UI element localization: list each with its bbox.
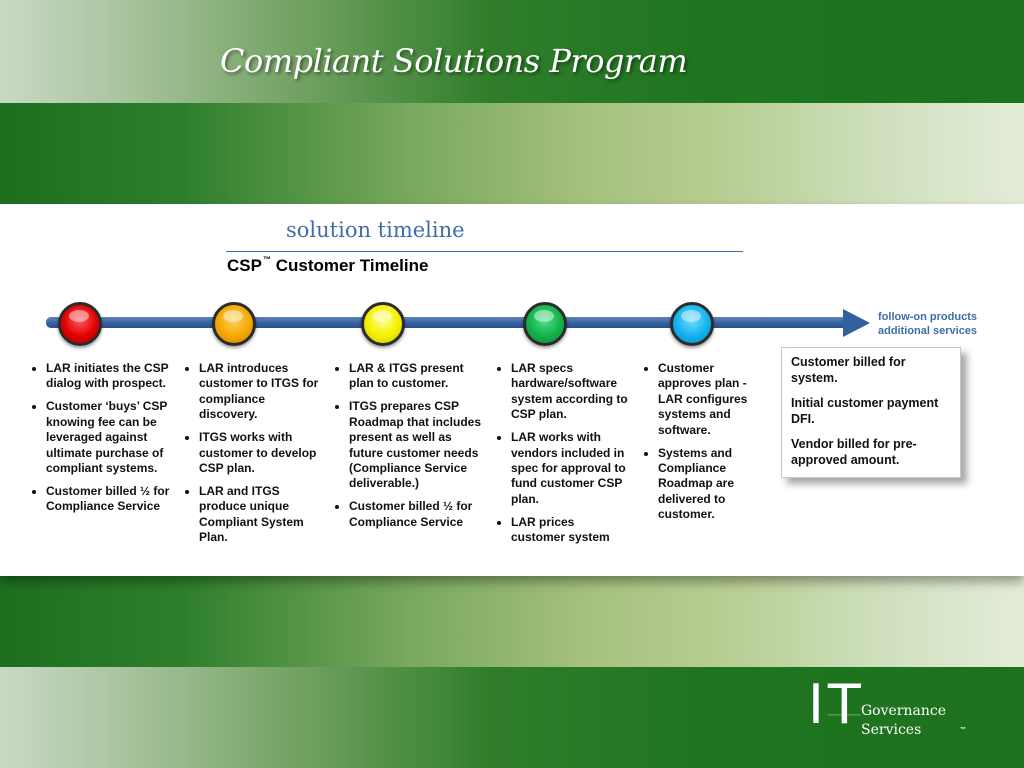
list-item: Customer approves plan - LAR configures …	[658, 361, 762, 438]
list-item: ITGS works with customer to develop CSP …	[199, 430, 319, 476]
timeline-heading: CSP™ Customer Timeline	[227, 255, 428, 276]
list-item: Customer billed ½ for Compliance Service	[46, 484, 172, 515]
logo-mark: IT	[808, 673, 865, 736]
list-item: Customer billed ½ for Compliance Service	[349, 499, 485, 530]
list-item: LAR initiates the CSP dialog with prospe…	[46, 361, 172, 392]
stage-1-column: LAR initiates the CSP dialog with prospe…	[32, 361, 172, 522]
stage-4-marker-icon	[523, 302, 567, 346]
list-item: LAR works with vendors included in spec …	[511, 430, 631, 507]
list-item: LAR introduces customer to ITGS for comp…	[199, 361, 319, 423]
stage-2-column: LAR introduces customer to ITGS for comp…	[185, 361, 319, 553]
stage-3-column: LAR & ITGS present plan to customer. ITG…	[335, 361, 485, 538]
followon-services: additional services	[878, 325, 978, 337]
billing-summary-box: Customer billed for system. Initial cust…	[781, 347, 961, 478]
decorative-band-upper	[0, 103, 1024, 204]
stage-3-marker-icon	[361, 302, 405, 346]
it-governance-logo: IT IT Governance Services ™	[808, 675, 978, 753]
section-subtitle: solution timeline	[286, 218, 465, 242]
stage-1-marker-icon	[58, 302, 102, 346]
logo-mark-reflection: IT	[808, 697, 865, 720]
timeline-heading-csp: CSP	[227, 256, 262, 275]
footer-band	[0, 667, 1024, 768]
billing-line: Initial customer payment DFI.	[791, 395, 939, 427]
timeline-line	[46, 317, 850, 328]
subtitle-divider	[226, 251, 743, 252]
followon-label: follow-on products additional services	[878, 310, 977, 338]
list-item: LAR and ITGS produce unique Compliant Sy…	[199, 484, 319, 546]
header-band	[0, 0, 1024, 103]
stage-5-column: Customer approves plan - LAR configures …	[644, 361, 762, 530]
list-item: LAR & ITGS present plan to customer.	[349, 361, 485, 392]
list-item: LAR specs hardware/software system accor…	[511, 361, 631, 423]
logo-text-services: Services	[861, 722, 922, 738]
list-item: Systems and Compliance Roadmap are deliv…	[658, 446, 762, 523]
logo-trademark: ™	[960, 727, 966, 733]
list-item: LAR prices customer system	[511, 515, 631, 546]
page-title: Compliant Solutions Program	[220, 42, 688, 80]
list-item: Customer ‘buys’ CSP knowing fee can be l…	[46, 399, 172, 476]
stage-4-column: LAR specs hardware/software system accor…	[497, 361, 631, 553]
timeline-arrow-icon	[843, 309, 870, 337]
billing-line: Customer billed for system.	[791, 355, 906, 386]
stage-2-marker-icon	[212, 302, 256, 346]
timeline-heading-rest: Customer Timeline	[275, 256, 429, 275]
stage-5-marker-icon	[670, 302, 714, 346]
decorative-band-lower	[0, 576, 1024, 667]
billing-line: Vendor billed for pre-approved amount.	[791, 436, 917, 468]
followon-products: follow-on products	[878, 311, 977, 323]
trademark-mark: ™	[262, 255, 271, 264]
list-item: ITGS prepares CSP Roadmap that includes …	[349, 399, 485, 491]
logo-text-governance: Governance	[861, 703, 947, 719]
